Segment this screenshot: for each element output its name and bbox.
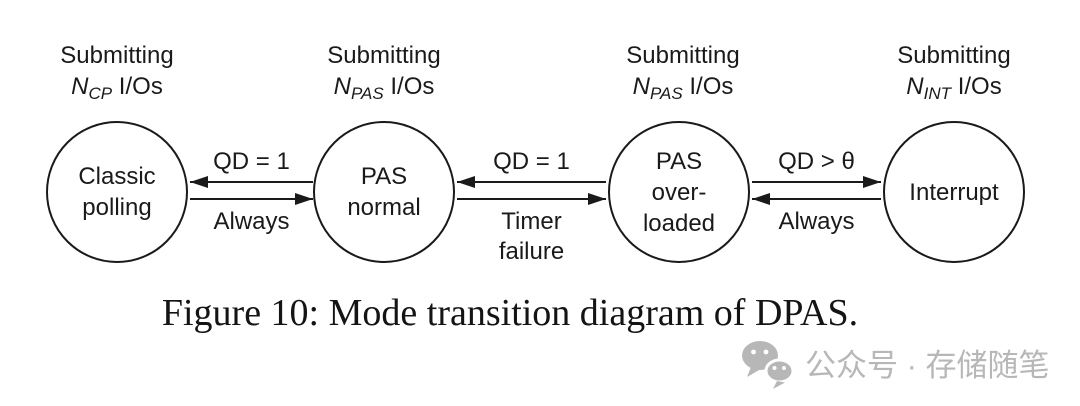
state-interrupt: Interrupt — [883, 121, 1025, 263]
n-subscript: PAS — [649, 84, 683, 103]
n-symbol: N — [71, 73, 89, 100]
node-header-pas-overloaded: Submitting NPAS I/Os — [563, 40, 803, 102]
state-pas-normal: PAS normal — [313, 121, 455, 263]
transition-label-qd-theta: QD > θ — [778, 148, 855, 175]
header-line2: NPAS I/Os — [264, 71, 504, 102]
n-suffix: I/Os — [682, 73, 734, 100]
n-symbol: N — [632, 73, 650, 100]
watermark-text: 公众号 · 存储随笔 — [805, 347, 1050, 383]
watermark: 公众号 · 存储随笔 — [740, 339, 1050, 391]
n-subscript: PAS — [350, 84, 384, 103]
node-header-interrupt: Submitting NINT I/Os — [834, 40, 1074, 102]
header-line2: NCP I/Os — [0, 71, 237, 102]
transition-label-always: Always — [213, 208, 290, 235]
state-pas-overloaded: PAS over- loaded — [608, 121, 750, 263]
header-line2: NINT I/Os — [834, 71, 1074, 102]
arrow-pas-overloaded-to-pas-normal — [457, 176, 606, 188]
wechat-big-bubble-tail — [747, 367, 760, 377]
figure-caption: Figure 10: Mode transition diagram of DP… — [161, 292, 859, 334]
n-subscript: CP — [88, 84, 113, 103]
arrow-pas-overloaded-to-interrupt — [752, 176, 881, 188]
n-suffix: I/Os — [383, 73, 435, 100]
wechat-small-bubble — [764, 358, 795, 384]
header-line1: Submitting — [626, 42, 740, 69]
transition-label-qd1: QD = 1 — [213, 148, 290, 175]
header-line1: Submitting — [60, 42, 174, 69]
n-suffix: I/Os — [112, 73, 163, 100]
arrow-classic-polling-to-pas-normal — [190, 193, 313, 205]
arrow-interrupt-to-pas-overloaded — [752, 193, 881, 205]
header-line1: Submitting — [327, 42, 441, 69]
wechat-icon — [742, 341, 795, 389]
arrow-pas-normal-to-classic-polling — [190, 176, 313, 188]
transition-label-qd1: QD = 1 — [493, 148, 570, 175]
header-line2: NPAS I/Os — [563, 71, 803, 102]
n-suffix: I/Os — [951, 73, 1002, 100]
node-header-pas-normal: Submitting NPAS I/Os — [264, 40, 504, 102]
transition-label-timer-failure: Timer failure — [498, 208, 565, 265]
n-symbol: N — [906, 73, 924, 100]
wechat-small-bubble-tail — [773, 381, 785, 389]
arrow-pas-normal-to-pas-overloaded — [457, 193, 606, 205]
node-header-classic-polling: Submitting NCP I/Os — [0, 40, 237, 102]
transition-label-always: Always — [778, 208, 855, 235]
header-line1: Submitting — [897, 42, 1011, 69]
state-classic-polling: Classic polling — [46, 121, 188, 263]
n-subscript: INT — [923, 84, 952, 103]
n-symbol: N — [333, 73, 351, 100]
